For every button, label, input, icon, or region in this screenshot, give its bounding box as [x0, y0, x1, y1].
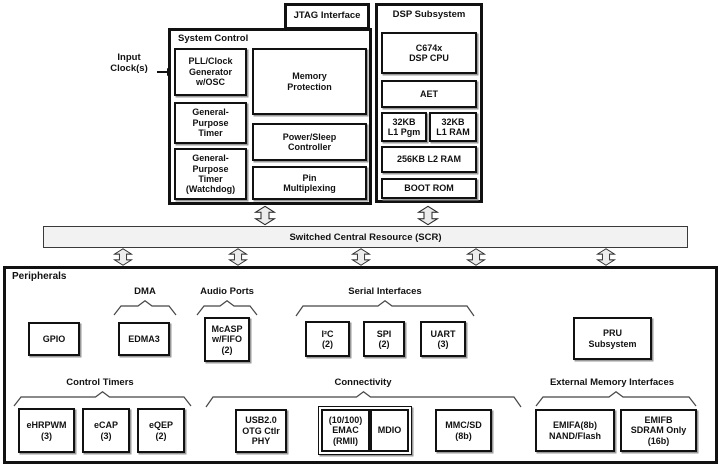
uart-block: UART (3) [420, 321, 466, 357]
control-timers-brace [13, 391, 192, 407]
group-label-connectivity: Connectivity [334, 377, 392, 388]
double-arrow-icon [112, 248, 134, 266]
usb-otg-block: USB2.0 OTG Ctlr PHY [235, 409, 287, 453]
group-label-external-memory: External Memory Interfaces [549, 377, 675, 388]
pin-multiplexing-block: Pin Multiplexing [252, 166, 367, 200]
peripherals-title: Peripherals [12, 271, 67, 282]
boot-rom-block: BOOT ROM [381, 178, 477, 199]
double-arrow-icon [417, 205, 439, 226]
group-label-serial-interfaces: Serial Interfaces [348, 286, 422, 297]
emifb-block: EMIFB SDRAM Only (16b) [620, 409, 697, 452]
connectivity-brace [205, 391, 522, 408]
dsp-subsystem-title: DSP Subsystem [392, 9, 466, 20]
double-arrow-icon [350, 248, 372, 266]
group-label-control-timers: Control Timers [66, 377, 134, 388]
double-arrow-icon [254, 205, 276, 226]
double-arrow-icon [227, 248, 249, 266]
l1-ram-block: 32KB L1 RAM [429, 112, 477, 142]
l1-pgm-block: 32KB L1 Pgm [381, 112, 427, 142]
jtag-interface-block: JTAG Interface [284, 3, 370, 30]
audio-ports-brace [196, 300, 258, 316]
ehrpwm-block: eHRPWM (3) [18, 408, 75, 453]
aet-block: AET [381, 80, 477, 108]
gp-timer-watchdog-block: General- Purpose Timer (Watchdog) [174, 148, 247, 200]
gp-timer-block: General- Purpose Timer [174, 102, 247, 144]
i2c-block: I²C (2) [305, 321, 350, 357]
emac-block: (10/100) EMAC (RMII) [321, 409, 370, 452]
edma3-block: EDMA3 [118, 322, 170, 356]
memory-protection-block: Memory Protection [252, 48, 367, 115]
gpio-block: GPIO [28, 322, 80, 356]
group-label-audio-ports: Audio Ports [200, 286, 254, 297]
external-memory-brace [535, 391, 697, 407]
mcasp-block: McASP w/FIFO (2) [204, 317, 250, 362]
spi-block: SPI (2) [363, 321, 405, 357]
serial-interfaces-brace [295, 300, 475, 317]
double-arrow-icon [595, 248, 617, 266]
input-clocks-label: Input Clock(s) [110, 52, 148, 75]
double-arrow-icon [465, 248, 487, 266]
pll-clock-generator-block: PLL/Clock Generator w/OSC [174, 48, 247, 96]
l2-ram-block: 256KB L2 RAM [381, 146, 477, 173]
eqep-block: eQEP (2) [137, 408, 185, 453]
ecap-block: eCAP (3) [82, 408, 130, 453]
mmc-sd-block: MMC/SD (8b) [435, 409, 492, 452]
power-sleep-controller-block: Power/Sleep Controller [252, 123, 367, 161]
mdio-block: MDIO [370, 409, 409, 452]
system-control-title: System Control [178, 33, 249, 44]
emifa-block: EMIFA(8b) NAND/Flash [535, 409, 615, 452]
scr-bar: Switched Central Resource (SCR) [43, 226, 688, 248]
dma-brace [113, 300, 177, 316]
pru-subsystem-block: PRU Subsystem [573, 317, 652, 360]
c674x-dsp-cpu-block: C674x DSP CPU [381, 32, 477, 74]
group-label-dma: DMA [134, 286, 156, 297]
